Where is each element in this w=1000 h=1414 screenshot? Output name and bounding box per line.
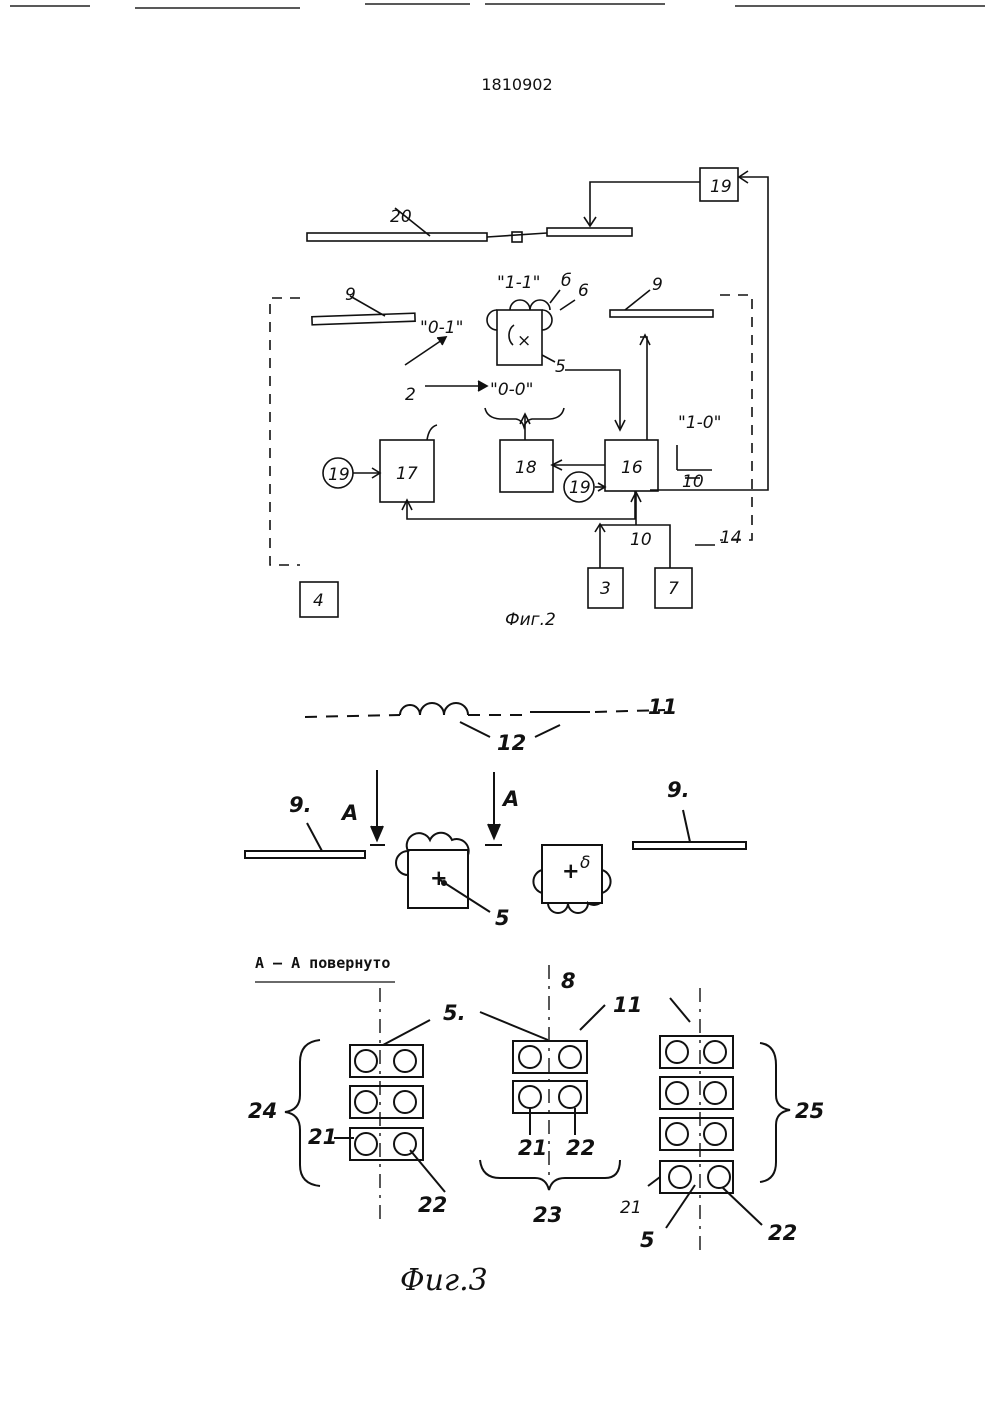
label-20: 20: [390, 207, 412, 227]
label-5-group: 5.: [443, 1001, 466, 1025]
marker-1-0: [677, 445, 712, 470]
label-19b: 19: [569, 478, 591, 498]
top-border-rules: [10, 4, 985, 8]
rotation-arrow-icon: [509, 325, 514, 345]
label-14: 14: [720, 528, 742, 548]
label-24: 24: [248, 1099, 277, 1123]
label-9-left-fig3: 9.: [289, 793, 312, 817]
fig3-caption: Φиг.3: [400, 1263, 488, 1298]
label-5: 5: [555, 357, 566, 377]
group-25: [648, 988, 790, 1250]
label-9-left: 9: [345, 285, 356, 305]
label-a-right: A: [501, 787, 519, 811]
element-5-box: [487, 290, 575, 365]
label-9-right-fig3: 9.: [667, 778, 690, 802]
label-pos-1-0: "1-0": [678, 413, 721, 433]
label-pos-0-1: "0-1": [420, 318, 463, 338]
label-12: 12: [497, 731, 526, 755]
label-21-left: 21: [308, 1125, 337, 1149]
label-pos-0-0: "0-0": [490, 380, 533, 400]
label-rotation-mark: ×: [517, 331, 531, 351]
label-10a: 10: [682, 472, 704, 492]
label-10b: 10: [630, 530, 652, 550]
element-9-right: [610, 310, 713, 317]
patent-number: 1810902: [481, 75, 552, 94]
fig2-caption: Фиг.2: [505, 610, 556, 630]
label-22-left: 22: [418, 1193, 447, 1217]
link-5-to-16: [565, 370, 620, 428]
label-3: 3: [600, 579, 611, 599]
label-19a: 19: [328, 465, 350, 485]
label-7: 7: [668, 579, 679, 599]
label-plus-left: +: [430, 866, 448, 890]
label-6a: б: [561, 271, 571, 291]
label-pos-1-1: "1-1": [497, 273, 540, 293]
link-16-to-9: [640, 337, 647, 440]
label-18: 18: [515, 458, 537, 478]
label-21-right: 21: [620, 1198, 642, 1218]
dashed-frame-right: [720, 295, 752, 540]
element-9-left: [312, 313, 415, 325]
label-25: 25: [795, 1099, 824, 1123]
label-5-fig3-top: 5: [495, 906, 510, 930]
label-2: 2: [405, 385, 416, 405]
fig3-labels: 12 11 9. 9. A A + + δ 5 A – A повернуто …: [248, 695, 824, 1298]
label-19-top: 19: [710, 177, 732, 197]
element-20-plate: [307, 208, 632, 242]
link-16-to-19: [650, 177, 768, 490]
label-16: 16: [621, 458, 643, 478]
link-16-to-17: [407, 491, 635, 519]
label-11-group: 11: [613, 993, 642, 1017]
label-8: 8: [561, 969, 576, 993]
group-23: [480, 965, 620, 1190]
label-a-left: A: [340, 801, 358, 825]
fig3-element-9-left: [245, 851, 365, 858]
label-plus-right: +: [562, 859, 580, 883]
label-4: 4: [313, 591, 324, 611]
label-delta: δ: [580, 853, 590, 873]
fig3-element-9-right: [633, 842, 746, 849]
fig2-labels: 20 19 9 9 "1-1" б 6 "0-1" × 5 2 "0-0" "1…: [313, 177, 742, 630]
label-9-right: 9: [652, 275, 663, 295]
label-22-mid: 22: [566, 1136, 595, 1160]
link-19-to-20: [590, 182, 700, 225]
label-17: 17: [396, 464, 418, 484]
label-22-right: 22: [768, 1221, 797, 1245]
section-title: A – A повернуто: [255, 954, 390, 972]
label-6b: 6: [578, 281, 589, 301]
element-11-line: [305, 703, 665, 737]
dashed-frame-left: [270, 298, 300, 565]
fig3: [245, 703, 790, 1250]
label-11-top: 11: [648, 695, 677, 719]
label-5-right: 5: [640, 1228, 655, 1252]
section-arrow-a-right: [485, 772, 502, 845]
label-21-mid: 21: [518, 1136, 547, 1160]
label-23: 23: [533, 1203, 562, 1227]
arrow-2-b: [405, 338, 445, 365]
section-arrow-a-left: [370, 770, 385, 845]
group-24: [285, 988, 445, 1220]
